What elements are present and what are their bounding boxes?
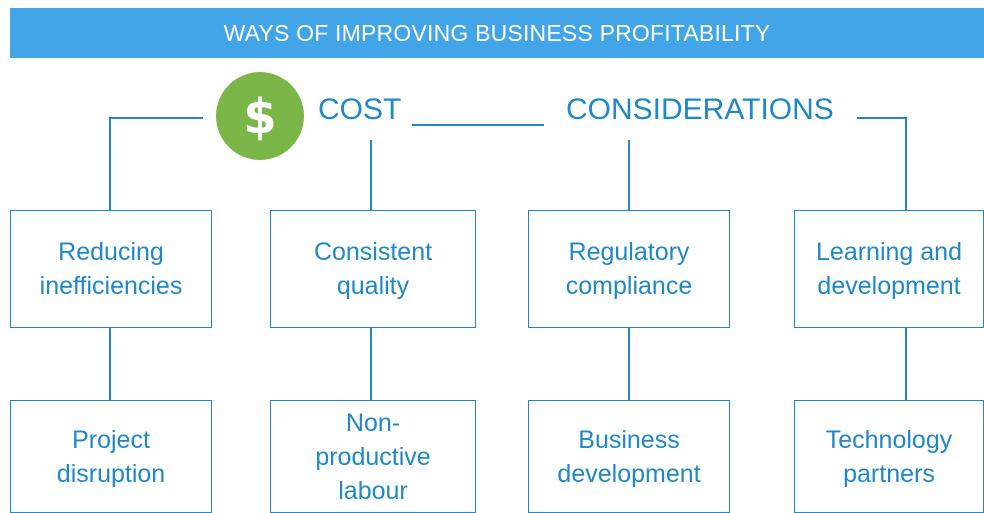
box-line: Technology [825, 425, 953, 454]
box-line: Reducing [58, 238, 164, 266]
connector-line [370, 140, 372, 210]
connector-line [628, 140, 630, 210]
connector-line [905, 117, 907, 210]
box-line: quality [336, 272, 410, 300]
box-line: Consistent [313, 238, 433, 266]
title-banner: WAYS OF IMPROVING BUSINESS PROFITABILITY [10, 8, 984, 58]
connector-line [109, 117, 203, 119]
box-reducing-inefficiencies: Reducing inefficiencies [10, 210, 212, 328]
box-line: partners [843, 459, 935, 488]
box-technology-partners: Technology partners [794, 400, 984, 513]
connector-line [857, 117, 907, 119]
box-consistent-quality: Consistent quality [270, 210, 476, 328]
connector-line [109, 117, 111, 210]
box-line: development [557, 459, 701, 488]
dollar-coin-icon: $ [216, 72, 304, 160]
svg-text:$: $ [243, 89, 276, 145]
connector-line [628, 328, 630, 400]
box-line: development [817, 272, 961, 300]
connector-line [370, 328, 372, 400]
box-line: Project [72, 425, 150, 454]
box-line: Regulatory [568, 238, 690, 266]
box-non-productive-labour: Non-productive labour [270, 400, 476, 513]
connector-line [109, 328, 111, 400]
box-line: disruption [56, 459, 166, 488]
box-line: labour [338, 476, 408, 505]
banner-title: WAYS OF IMPROVING BUSINESS PROFITABILITY [223, 19, 771, 46]
heading-cost: COST [318, 93, 402, 126]
box-business-development: Business development [528, 400, 730, 513]
heading-considerations: CONSIDERATIONS [566, 93, 834, 126]
connector-line [412, 124, 544, 126]
box-line: Non- [345, 408, 401, 437]
box-line: compliance [565, 272, 693, 300]
box-line: Learning and [816, 238, 962, 266]
box-regulatory-compliance: Regulatory compliance [528, 210, 730, 328]
box-learning-development: Learning and development [794, 210, 984, 328]
box-line: Business [578, 425, 680, 454]
box-project-disruption: Project disruption [10, 400, 212, 513]
connector-line [905, 328, 907, 400]
box-line: inefficiencies [39, 272, 183, 300]
box-line: productive [315, 442, 431, 471]
